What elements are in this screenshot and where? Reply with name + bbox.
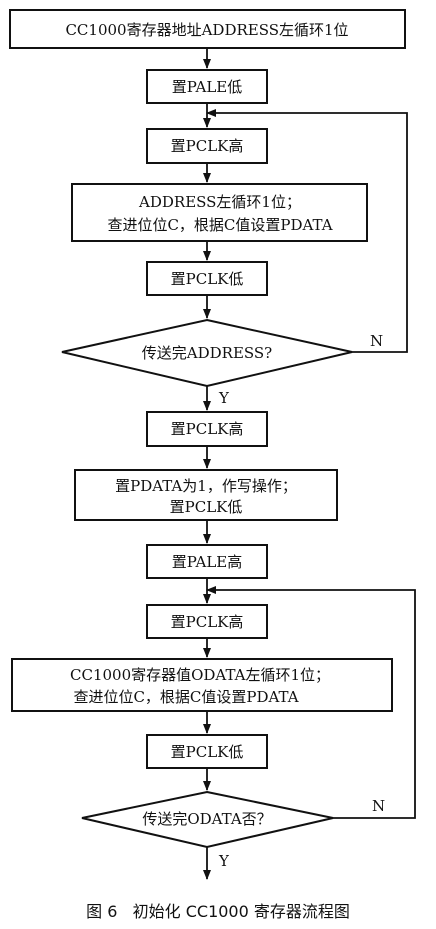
step-pclk-low-1	[146, 261, 268, 296]
decision-odata-done-text: 传送完ODATA否？	[142, 810, 271, 828]
label-yes-2: Y	[218, 852, 230, 870]
step-pclk-low-2-text: 置PCLK低	[171, 743, 244, 761]
step-pdata-write-line1: 置PDATA为1，作写操作；	[115, 477, 297, 495]
step-pclk-low-1-text: 置PCLK低	[171, 270, 244, 288]
label-no-1: N	[370, 332, 383, 350]
step-rotate-address-set-pdata-line1: ADDRESS左循环1位；	[138, 193, 301, 211]
step-rotate-address	[9, 9, 406, 49]
step-rotate-odata-set-pdata-line1: CC1000寄存器值ODATA左循环1位；	[70, 666, 330, 684]
step-pclk-low-2	[146, 734, 268, 769]
step-pale-low-text: 置PALE低	[172, 78, 242, 96]
decision-address-done-text: 传送完ADDRESS?	[142, 344, 272, 362]
step-pale-low	[146, 69, 268, 104]
figure-caption: 图 6 初始化 CC1000 寄存器流程图	[86, 902, 350, 921]
step-pclk-high-1-text: 置PCLK高	[171, 137, 244, 155]
step-pale-high-text: 置PALE高	[172, 553, 242, 571]
step-rotate-odata-set-pdata-line2: 查进位位C，根据C值设置PDATA	[73, 688, 298, 706]
loop-arrow-no-2	[206, 586, 416, 819]
step-pclk-high-2-text: 置PCLK高	[171, 420, 244, 438]
step-pale-high	[146, 544, 268, 579]
label-yes-1: Y	[218, 389, 230, 407]
step-rotate-address-set-pdata	[71, 183, 368, 242]
loop-arrow-no-1	[206, 109, 408, 353]
step-rotate-address-text: CC1000寄存器地址ADDRESS左循环1位	[65, 21, 348, 39]
step-pclk-high-3-text: 置PCLK高	[171, 613, 244, 631]
step-pdata-write	[74, 469, 338, 521]
step-rotate-odata-set-pdata	[11, 658, 393, 712]
step-pclk-high-1	[146, 128, 268, 164]
step-pclk-high-3	[146, 604, 268, 639]
label-no-2: N	[372, 797, 385, 815]
step-pdata-write-line2: 置PCLK低	[170, 498, 243, 516]
step-rotate-address-set-pdata-line2: 查进位位C，根据C值设置PDATA	[107, 216, 332, 234]
